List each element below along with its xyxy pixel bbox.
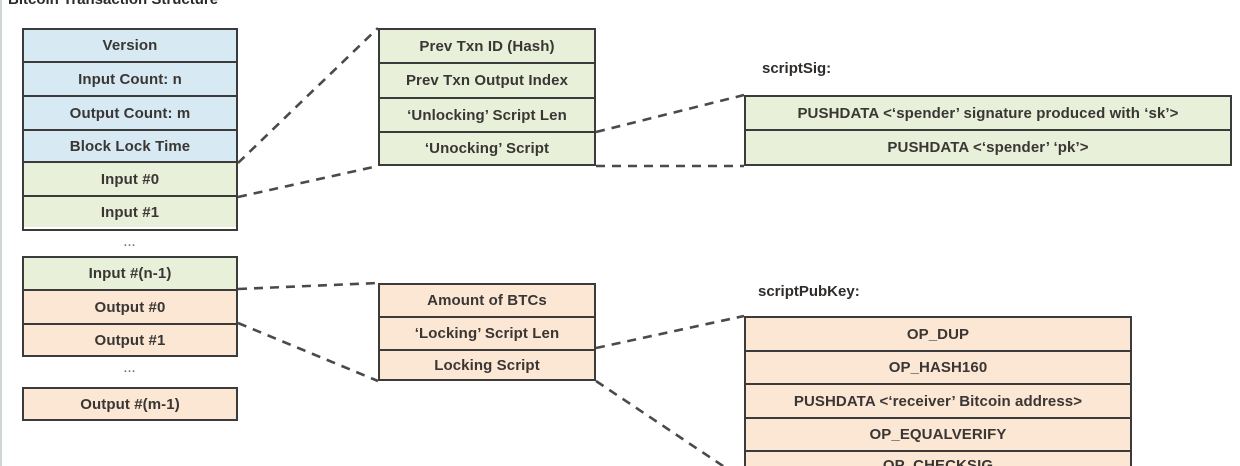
transaction-ellipsis-2: ... <box>123 363 137 375</box>
output-structure-stack: Amount of BTCs ‘Locking’ Script Len Lock… <box>378 283 596 381</box>
transaction-header-stack: Version Input Count: n Output Count: m B… <box>22 28 238 163</box>
transaction-last-stack: Output #(m-1) <box>22 387 238 421</box>
page-edge-rule <box>0 0 2 466</box>
output0-to-output-structure-bottom <box>237 321 379 383</box>
unlocking-script-to-scriptsig-top <box>595 93 745 134</box>
tx-row-version[interactable]: Version <box>24 30 236 63</box>
output-row-amount[interactable]: Amount of BTCs <box>380 285 594 318</box>
clipped-heading: Bitcoin Transaction Structure <box>0 0 1240 10</box>
output0-to-output-structure-top <box>237 281 379 291</box>
scriptpubkey-stack: OP_DUP OP_HASH160 PUSHDATA <‘receiver’ B… <box>744 316 1132 466</box>
tx-row-block-lock-time[interactable]: Block Lock Time <box>24 131 236 161</box>
tx-row-output-1[interactable]: Output #1 <box>24 325 236 355</box>
scriptpubkey-caption: scriptPubKey: <box>758 283 860 300</box>
tx-row-input-1[interactable]: Input #1 <box>24 197 236 227</box>
tx-row-output-count[interactable]: Output Count: m <box>24 97 236 131</box>
scriptpubkey-row-op-checksig[interactable]: OP_CHECKSIG <box>746 452 1130 466</box>
transaction-ellipsis-1: ... <box>123 237 137 249</box>
input-row-unlocking-script[interactable]: ‘Unocking’ Script <box>380 133 594 164</box>
tx-row-input-n-1[interactable]: Input #(n-1) <box>24 258 236 291</box>
clipped-heading-text: Bitcoin Transaction Structure <box>8 0 218 8</box>
input-row-prev-txn-id[interactable]: Prev Txn ID (Hash) <box>380 30 594 64</box>
tx-row-input-count[interactable]: Input Count: n <box>24 63 236 97</box>
transaction-inputs-stack: Input #0 Input #1 <box>22 163 238 231</box>
input-structure-stack: Prev Txn ID (Hash) Prev Txn Output Index… <box>378 28 596 166</box>
output-row-locking-script-len[interactable]: ‘Locking’ Script Len <box>380 318 594 351</box>
scriptsig-caption: scriptSig: <box>762 60 832 77</box>
locking-script-to-scriptpubkey-top <box>595 314 745 350</box>
scriptpubkey-row-pushdata-address[interactable]: PUSHDATA <‘receiver’ Bitcoin address> <box>746 385 1130 419</box>
scriptpubkey-row-op-hash160[interactable]: OP_HASH160 <box>746 352 1130 385</box>
transaction-middle-stack: Input #(n-1) Output #0 Output #1 <box>22 256 238 357</box>
input0-to-input-structure-top <box>237 27 379 164</box>
tx-row-output-m-1[interactable]: Output #(m-1) <box>24 389 236 419</box>
input-row-prev-txn-output-index[interactable]: Prev Txn Output Index <box>380 64 594 99</box>
scriptsig-row-signature[interactable]: PUSHDATA <‘spender’ signature produced w… <box>746 97 1230 131</box>
tx-row-output-0[interactable]: Output #0 <box>24 291 236 325</box>
input0-to-input-structure-bottom <box>237 164 379 199</box>
locking-script-to-scriptpubkey-bottom <box>595 379 726 466</box>
input-row-unlocking-script-len[interactable]: ‘Unlocking’ Script Len <box>380 99 594 133</box>
tx-row-input-0[interactable]: Input #0 <box>24 163 236 197</box>
output-row-locking-script[interactable]: Locking Script <box>380 351 594 379</box>
scriptsig-stack: PUSHDATA <‘spender’ signature produced w… <box>744 95 1232 166</box>
scriptpubkey-row-op-equalverify[interactable]: OP_EQUALVERIFY <box>746 419 1130 452</box>
scriptpubkey-row-op-dup[interactable]: OP_DUP <box>746 318 1130 352</box>
scriptsig-row-pubkey[interactable]: PUSHDATA <‘spender’ ‘pk’> <box>746 131 1230 164</box>
